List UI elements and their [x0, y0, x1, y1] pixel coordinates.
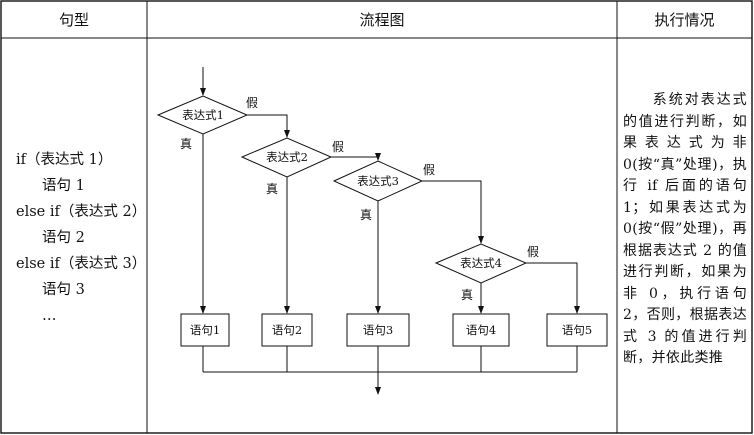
syntax-line: 语句 1: [42, 178, 85, 194]
false-label-1: 假: [246, 96, 258, 110]
condition-label-1: 表达式1: [182, 108, 224, 122]
syntax-code: if（表达式 1） 语句 1 else if（表达式 2） 语句 2 else …: [16, 147, 146, 329]
true-label-1: 真: [180, 137, 192, 151]
false-branch-3: [422, 180, 484, 244]
execution-description: 系统对表达式的值进行判断，如果表达式为非0(按“真”处理)，执行 if 后面的语…: [623, 90, 747, 370]
statement-box-4: [452, 313, 510, 347]
statement-box-2: [261, 313, 313, 347]
true-label-2: 真: [266, 182, 278, 196]
header-execution: 执行情况: [654, 10, 715, 29]
header-flowchart: 流程图: [359, 10, 405, 29]
syntax-line: …: [42, 308, 57, 324]
condition-label-4: 表达式4: [460, 256, 502, 270]
statement-label-4: 语句4: [466, 323, 496, 337]
true-label-4: 真: [461, 288, 473, 302]
statement-box-3: [346, 313, 410, 347]
statement-box-1: [180, 313, 230, 347]
statement-label-5: 语句5: [562, 323, 592, 337]
false-branch-2: [331, 153, 381, 161]
false-label-2: 假: [332, 140, 344, 154]
condition-label-2: 表达式2: [266, 150, 308, 164]
statement-label-3: 语句3: [363, 323, 393, 337]
syntax-line: else if（表达式 2）: [16, 204, 147, 220]
false-branch-1: [247, 114, 290, 138]
description-text: 系统对表达式的值进行判断，如果表达式为非0(按“真”处理)，执行 if 后面的语…: [623, 92, 747, 366]
false-label-3: 假: [423, 163, 435, 177]
condition-label-3: 表达式3: [357, 174, 399, 188]
syntax-line: 语句 3: [42, 282, 85, 298]
statement-label-2: 语句2: [272, 323, 302, 337]
syntax-line: else if（表达式 3）: [16, 256, 147, 272]
true-label-3: 真: [360, 208, 372, 222]
false-branch-4: [526, 262, 580, 314]
syntax-line: if（表达式 1）: [16, 152, 113, 168]
statement-label-1: 语句1: [190, 323, 220, 337]
false-label-4: 假: [527, 245, 539, 259]
header-syntax: 句型: [58, 10, 89, 29]
syntax-line: 语句 2: [42, 230, 85, 246]
